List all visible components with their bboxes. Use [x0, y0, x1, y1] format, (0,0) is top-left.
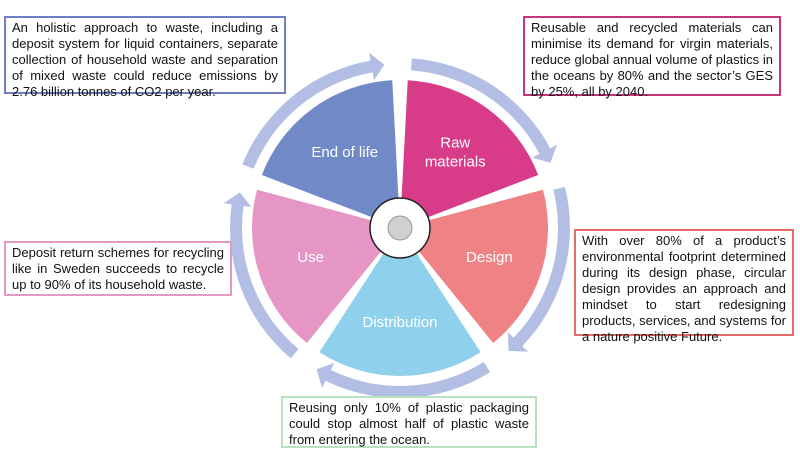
cycle-arrow-use	[223, 192, 299, 359]
segment-end-of-life	[261, 80, 399, 220]
note-end-of-life: An holistic approach to waste, including…	[4, 16, 286, 99]
segment-label-distribution: Distribution	[362, 314, 437, 331]
segment-label-design: Design	[466, 249, 513, 266]
segment-raw-materials	[401, 80, 539, 220]
note-raw-materials: Reusable and recycled materials can mini…	[523, 16, 781, 99]
hub-center	[387, 215, 413, 241]
segment-label-end-of-life: End of life	[311, 144, 378, 161]
cycle-arrow-end-of-life	[242, 52, 385, 169]
segment-use	[251, 189, 385, 344]
segment-label-use: Use	[297, 249, 324, 266]
note-distribution: Reusing only 10% of plastic packaging co…	[281, 396, 537, 448]
cycle-arrow-raw-materials	[411, 58, 558, 163]
segment-design	[415, 189, 548, 344]
cycle-arrow-design	[507, 186, 570, 352]
cycle-arrow-distribution	[316, 361, 491, 398]
note-use: Deposit return schemes for recycling lik…	[4, 241, 232, 296]
segment-distribution	[319, 248, 481, 376]
note-design: With over 80% of a product’s environment…	[574, 229, 794, 344]
